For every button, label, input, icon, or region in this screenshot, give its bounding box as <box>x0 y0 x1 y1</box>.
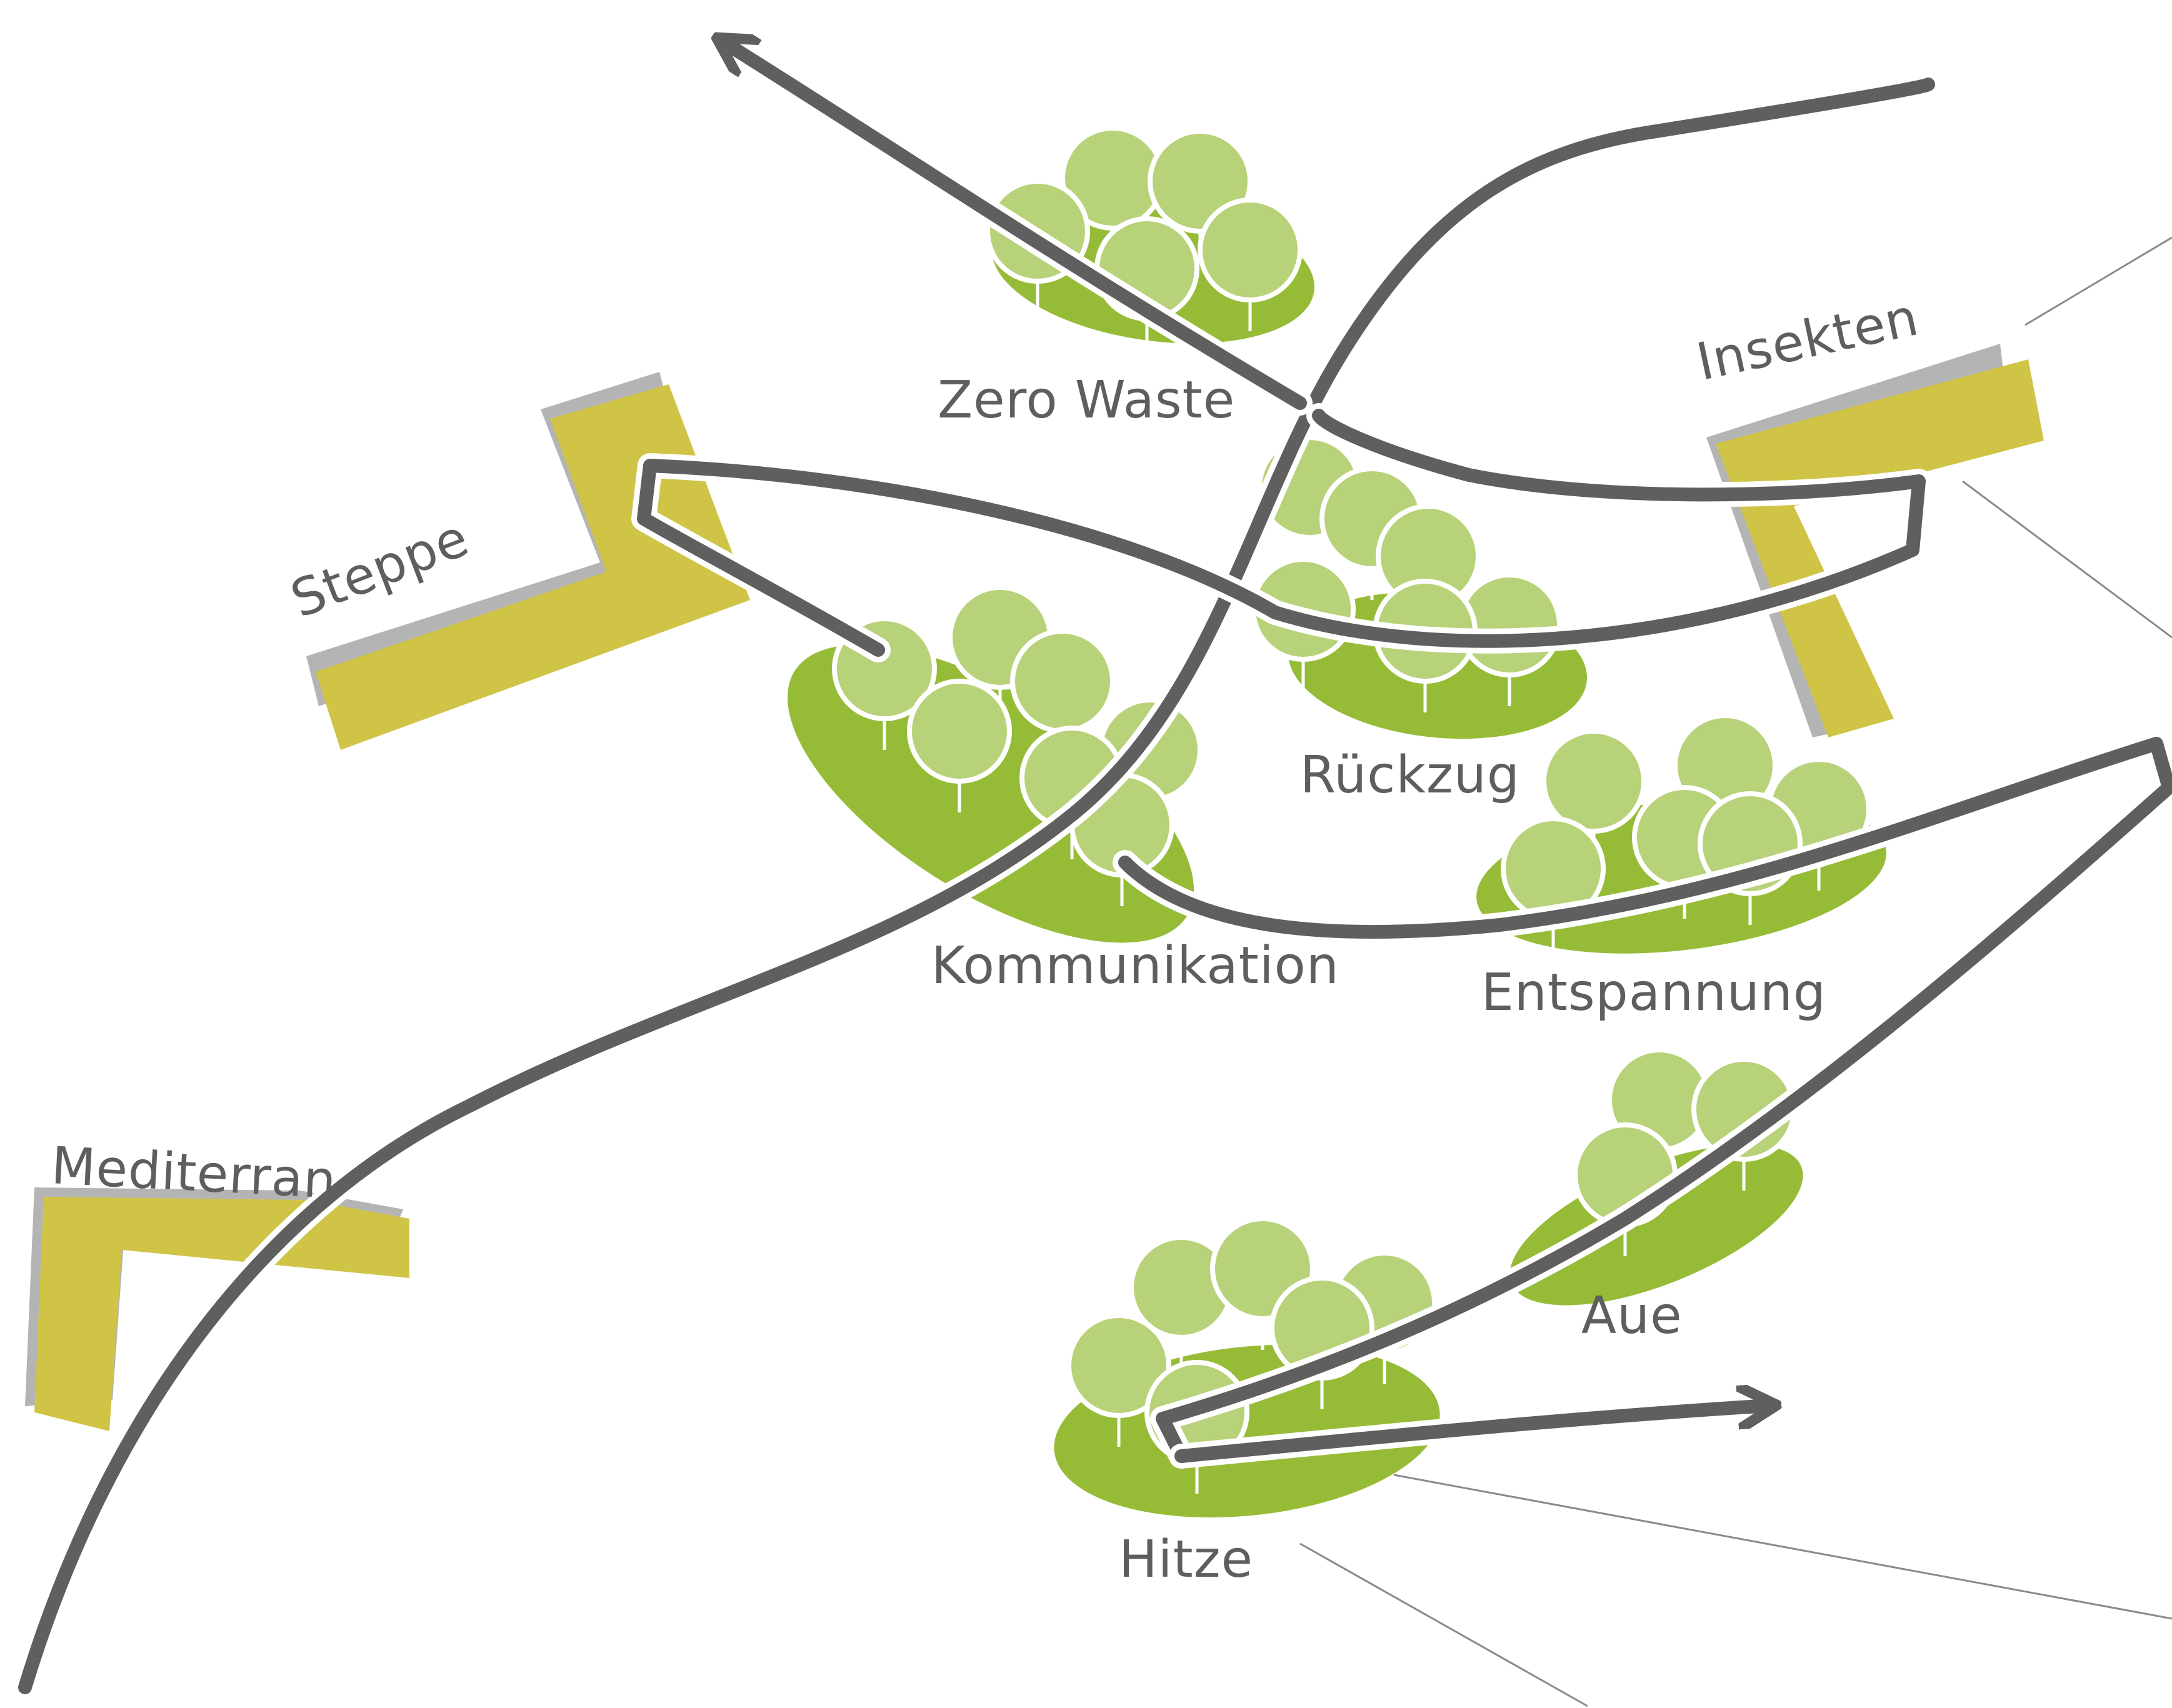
mediterran-block <box>25 1187 409 1431</box>
label-rueckzug: Rückzug <box>1300 746 1520 805</box>
insekten-block <box>1706 344 2044 737</box>
upper-loop-path <box>637 409 1926 657</box>
label-aue: Aue <box>1581 1286 1683 1346</box>
label-kommunikation: Kommunikation <box>931 936 1339 996</box>
paths <box>13 47 2172 1700</box>
hitze-arrow-path <box>1174 1406 1759 1463</box>
label-entspannung: Entspannung <box>1481 963 1826 1022</box>
zero-waste-arrow-path <box>731 47 1307 410</box>
label-mediterran: Mediterran <box>49 1136 338 1211</box>
lower-path <box>1118 737 2172 1463</box>
main-path <box>18 77 1935 1694</box>
label-hitze: Hitze <box>1119 1530 1254 1589</box>
leader-lines <box>1299 236 2172 1707</box>
label-zero-waste: Zero Waste <box>938 371 1236 430</box>
